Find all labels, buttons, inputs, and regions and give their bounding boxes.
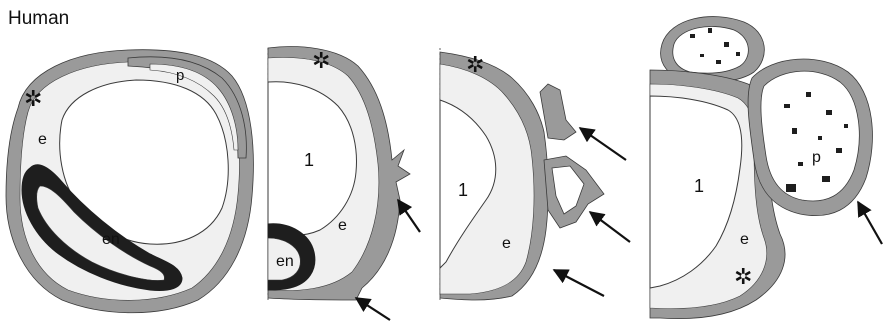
- panel-a-asterisk: ✲: [24, 86, 42, 111]
- panel-a-label-p: p: [176, 67, 184, 84]
- panel-a: p e en ✲: [6, 50, 253, 313]
- panel-b-label-en: en: [276, 253, 294, 270]
- panel-d-asterisk: ✲: [734, 264, 752, 289]
- panel-c-arrow-top: [580, 128, 626, 160]
- panel-b-arrow-lower: [356, 298, 390, 320]
- panel-a-label-en: en: [102, 231, 120, 248]
- panel-c: 1 e ✲: [440, 48, 630, 300]
- panel-b: 1 e en ✲: [268, 47, 420, 320]
- panel-c-arrow-mid: [590, 212, 630, 242]
- panel-b-asterisk: ✲: [312, 48, 330, 73]
- panel-d-label-e: e: [740, 231, 749, 248]
- panel-c-asterisk: ✲: [466, 52, 484, 77]
- panel-b-label-1: 1: [304, 150, 314, 170]
- panel-c-label-1: 1: [458, 180, 468, 200]
- panel-c-label-e: e: [502, 235, 511, 252]
- panel-b-arrow-upper: [398, 200, 420, 232]
- panel-a-label-e: e: [38, 131, 47, 148]
- panel-d-top-sac-inner: [673, 26, 749, 73]
- panel-b-label-e: e: [338, 217, 347, 234]
- panel-c-arrow-bottom: [554, 270, 604, 296]
- panel-d-label-p: p: [812, 149, 821, 166]
- panel-d-label-1: 1: [694, 176, 704, 196]
- panel-c-protrusion-top: [540, 84, 576, 140]
- panel-d-p-sac-inner: [761, 71, 859, 201]
- panel-d: 1 p e ✲: [650, 17, 882, 319]
- panel-d-arrow: [858, 202, 882, 244]
